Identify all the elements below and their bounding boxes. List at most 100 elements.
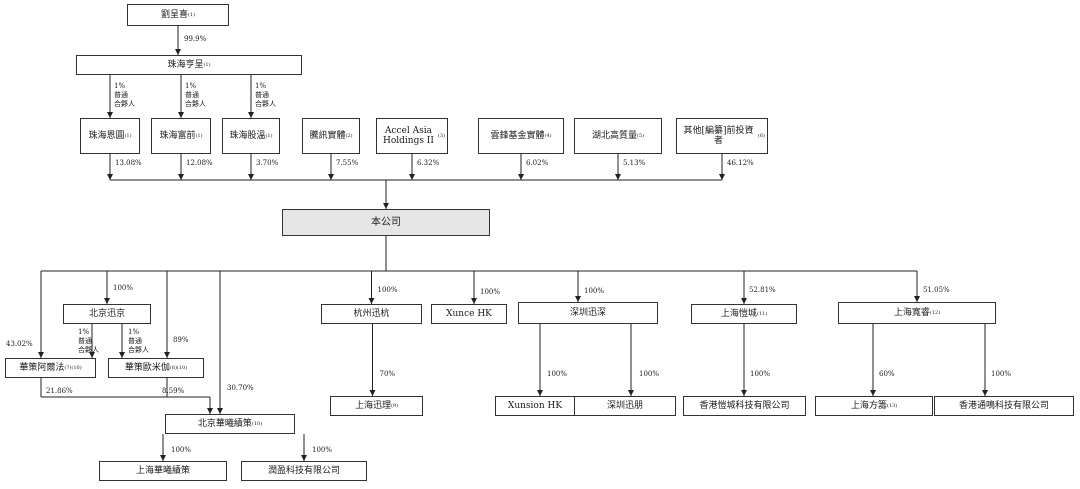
edge-label-co-sz: 100% [584,287,605,295]
arrow-bjhuaxi-to-runying-head [301,455,307,461]
edge-label-omega-bjhx: 8.59% [162,387,185,395]
entity-box-hubei: 湖北高質量(5) [574,118,662,154]
edge-label-accel-co: 6.32% [417,159,440,167]
entity-name: 上海方籌 [850,400,887,411]
edge-label-co-omega: 89% [173,336,189,344]
entity-name: 雲鋒基金實體 [490,130,545,141]
entity-box-hc-alpha: 華策阿爾法(7)(10) [5,358,96,378]
arrow-gp-zh-enyuan-head [107,112,113,118]
gp-label-line: 1% [255,82,267,90]
arrow-gp-zh-fuqian-head [178,112,184,118]
edge-label-bjhx-shhx: 100% [171,446,192,454]
entity-name: 上海華曦績策 [135,465,190,476]
entity-name: 騰訊實體 [309,130,346,141]
entity-box-hc-omega: 華策歐米伽(8)(10) [108,358,204,378]
edge-label-yunfeng-co: 6.02% [526,159,549,167]
gp-label-line: 1% [185,82,197,90]
entity-box-sh-xunli: 上海迅理(9) [330,396,423,416]
gp-label-line: 合夥人 [185,100,206,108]
entity-box-zh-xiangcheng: 珠海亨呈(1) [76,55,302,75]
gp-label-line: 普通 [185,91,199,99]
arrow-company-to-omega-head [164,352,170,358]
entity-name: 上海迅理 [354,400,391,411]
general-partner-label: 1%普通合夥人 [114,82,135,109]
edge-label-sz-xunpeng: 100% [639,370,660,378]
edge-label-shkr-fc: 60% [879,370,895,378]
gp-label-line: 1% [114,82,126,90]
arrow-hubei-to-bus-head [615,174,621,180]
entity-name: 珠海股溫 [229,130,266,141]
gp-label-line: 普通 [114,91,128,99]
entity-box-runying: 潤盈科技有限公司 [241,461,367,481]
entity-box-bj-xunjing: 北京迅京 [63,304,151,324]
entity-name: 華策歐米伽 [124,362,170,373]
gp-label-line: 普通 [78,337,92,345]
entity-name: 潤盈科技有限公司 [267,465,340,476]
arrow-bjhuaxi-to-shhuaxi-head [160,455,166,461]
general-partner-label: 1%普通合夥人 [128,328,149,355]
gp-label-line: 合夥人 [78,346,99,354]
arrow-shenzhen-to-xunsionhk-head [537,390,543,396]
gp-label-line: 合夥人 [114,100,135,108]
arrow-company-to-alpha-head [38,352,44,358]
arrow-zh-guwen-to-bus-head [248,174,254,180]
general-partner-label: 1%普通合夥人 [185,82,206,109]
entity-name: 本公司 [371,216,401,228]
entity-box-hz-xunhang: 杭州迅杭 [321,304,422,324]
arrow-kuanrui-to-tongming-head [982,390,988,396]
entity-name: 上海寬睿 [893,307,930,318]
entity-box-yunfeng: 雲鋒基金實體(4) [478,118,564,154]
entity-name: 深圳迅深 [569,307,606,318]
arrow-company-to-shenzhen-head [575,296,581,302]
general-partner-label: 1%普通合夥人 [78,328,99,355]
arrow-gp-alpha-head [89,352,95,358]
entity-box-sz-xunshen: 深圳迅深 [518,302,658,324]
entity-box-liu: 劉呈喜(1) [127,4,229,26]
entity-name: 香港通鳴科技有限公司 [958,400,1049,411]
edge-label-co-shkc: 52.81% [749,286,776,294]
entity-name: 華策阿爾法 [19,362,65,373]
entity-box-zh-enyuan: 珠海恩圓(1) [80,118,140,154]
edge-label-liu-xc: 99.9% [184,35,207,43]
entity-box-zh-guwen: 珠海股溫(1) [222,118,280,154]
gp-label-line: 合夥人 [128,346,149,354]
entity-box-others: 其他[編纂]前投資者(6) [676,118,768,154]
edge-label-tencent-co: 7.55% [336,159,359,167]
entity-box-xunce-hk: Xunce HK [431,304,507,324]
edge-label-sz-xunsionhk: 100% [547,370,568,378]
edge-label-co-alpha: 43.02% [6,340,33,348]
edge-label-co-hz: 100% [377,286,398,294]
edge-label-alpha-bjhx: 21.86% [46,387,73,395]
edge-label-co-bjxj: 100% [113,284,134,292]
entity-box-tencent: 騰訊實體(2) [302,118,360,154]
entity-name: 珠海恩圓 [88,130,125,141]
arrow-company-to-bjxunjing-head [104,298,110,304]
entity-name: Xunce HK [446,308,492,319]
entity-name: 珠海亨呈 [167,59,204,70]
arrow-kuanrui-to-fangchou-head [870,390,876,396]
arrow-zh-fuqian-to-bus-head [178,174,184,180]
entity-name: 北京華曦績策 [197,418,252,429]
arrow-company-to-bjhuaxi-head [217,408,223,414]
edge-label-co-xuncehk: 100% [480,288,501,296]
arrow-gp-omega-head [119,352,125,358]
entity-name: 香港愷城科技有限公司 [699,400,790,411]
arrow-company-to-xuncehk-head [471,298,477,304]
arrow-liu-to-xiangcheng-head [175,49,181,55]
edge-label-others-co: 46.12% [727,159,754,167]
arrow-tencent-to-bus-head [328,174,334,180]
entity-box-sh-fangchou: 上海方籌(13) [815,396,933,416]
arrow-company-to-kaicheng-head [741,298,747,304]
arrow-kaicheng-to-hkkaicheng-head [741,390,747,396]
gp-label-line: 普通 [128,337,142,345]
entity-box-bj-huaxi: 北京華曦績策(10) [165,414,295,434]
edge-label-fuqian-co: 12.08% [186,159,213,167]
arrow-company-to-kuanrui-head [914,296,920,302]
edge-label-enyuan-co: 13.08% [115,159,142,167]
arrow-company-to-hangzhou-head [368,298,375,304]
edge-label-guwen-co: 3.70% [256,159,279,167]
entity-name: 其他[編纂]前投資者 [683,125,754,146]
arrow-hangzhou-to-shxunli-head [369,390,376,396]
entity-name: Accel Asia Holdings II [382,125,434,146]
